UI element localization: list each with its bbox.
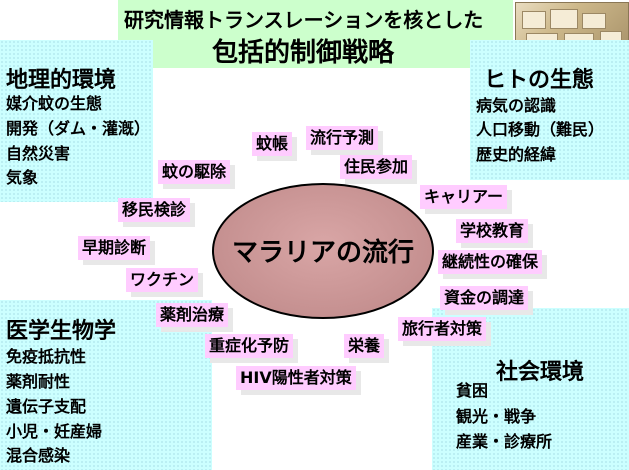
center-label: マラリアの流行 [231,238,414,268]
social-item: 観光・戦争 [456,407,537,426]
geo-item: 媒介蚊の生態 [6,94,103,113]
title-line-2: 包括的制御戦略 [212,38,395,68]
geo-item: 開発（ダム・灌漑） [6,119,151,138]
center-ellipse [212,183,434,319]
medical-item: 混合感染 [6,446,71,465]
tag-carrier: キャリアー [420,185,508,209]
human-item: 歴史的経緯 [476,145,557,164]
tag-severity-prevention: 重症化予防 [205,334,294,358]
geo-item: 自然災害 [6,144,71,163]
geo-item: 気象 [6,168,39,187]
tag-nutrition: 栄養 [344,334,385,358]
medical-item: 免疫抵抗性 [6,347,87,366]
title-line-1: 研究情報トランスレーションを核とした [124,8,484,32]
medical-item: 薬剤耐性 [6,372,71,391]
tag-traveler: 旅行者対策 [398,317,487,341]
human-ecology-title: ヒトの生態 [484,68,595,93]
tag-continuity: 継続性の確保 [438,250,543,274]
tag-school-education: 学校教育 [456,219,529,243]
medical-biology-panel [0,300,212,470]
tag-mosquito-net: 蚊帳 [252,132,293,156]
tag-resident-participation: 住民参加 [340,155,413,179]
title-banner [118,0,513,68]
tag-hiv: HIV陽性者対策 [236,366,356,390]
tag-vaccine: ワクチン [126,268,199,292]
tag-drug-treatment: 薬剤治療 [156,303,229,327]
medical-item: 小児・妊産婦 [6,422,103,441]
geo-environment-title: 地理的環境 [6,68,117,93]
human-item: 人口移動（難民） [476,120,605,139]
human-ecology-panel [470,40,629,180]
tag-migrant-screening: 移民検診 [118,198,191,222]
tag-funding: 資金の調達 [440,286,529,310]
medical-item: 遺伝子支配 [6,397,87,416]
social-item: 貧困 [456,381,489,400]
tag-mosquito-control: 蚊の駆除 [158,160,231,184]
tag-forecast: 流行予測 [306,126,379,150]
social-environment-title: 社会環境 [496,360,585,385]
tag-early-diagnosis: 早期診断 [78,236,151,260]
human-item: 病気の認識 [476,96,557,115]
medical-biology-title: 医学生物学 [6,319,117,344]
social-item: 産業・診療所 [456,432,553,451]
geo-environment-panel [0,40,153,202]
